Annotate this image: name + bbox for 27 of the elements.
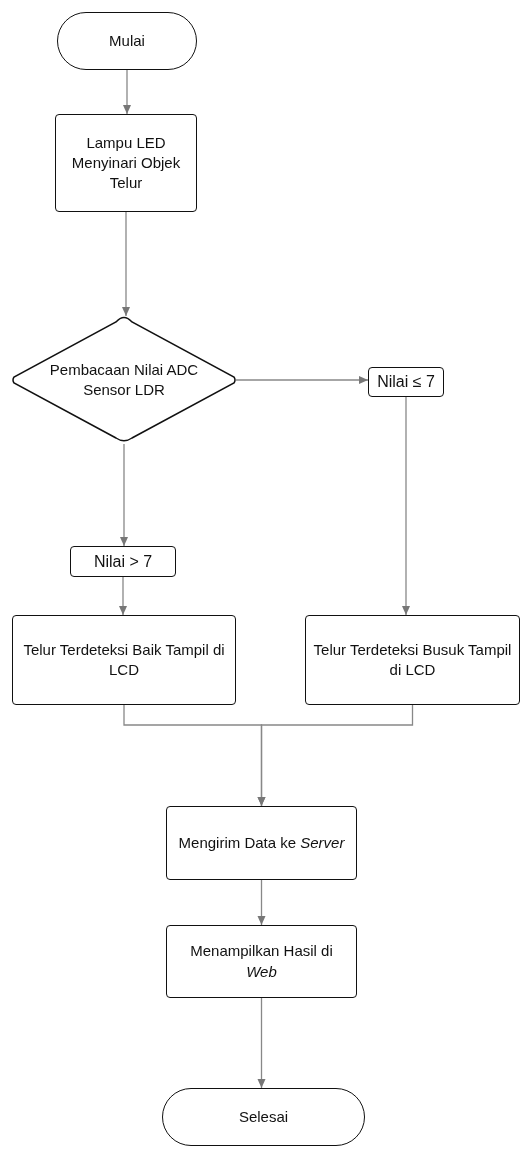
arrow [120,443,128,547]
condition-box [70,546,176,577]
process-box [55,114,197,212]
step-label: Telur Terdeteksi Baik Tampil di LCD [22,639,226,680]
step-label: Mulai [108,30,146,51]
arrow [257,997,266,1089]
step-label: Mengirim Data ke Server [177,832,346,853]
process-box [305,615,520,705]
decision-diamond [12,316,236,444]
arrow [257,704,414,807]
condition-label: Nilai > 7 [92,551,154,572]
step-label: Lampu LED Menyinari Objek Telur [70,132,182,194]
step-label: Pembacaan Nilai ADC Sensor LDR [48,359,200,400]
step-label: Menampilkan Hasil di Web [189,941,334,982]
arrow [123,69,131,115]
arrow [122,211,130,317]
condition-label: Nilai ≤ 7 [376,372,436,393]
step-label: Selesai [237,1106,290,1127]
process-box [12,615,236,705]
condition-box [368,367,444,397]
process-box [166,925,357,998]
arrow [235,376,369,384]
arrow [257,879,266,926]
arrow [402,396,410,616]
arrow [119,576,127,616]
step-label: Telur Terdeteksi Busuk Tampil di LCD [312,639,513,680]
process-box [166,806,357,880]
